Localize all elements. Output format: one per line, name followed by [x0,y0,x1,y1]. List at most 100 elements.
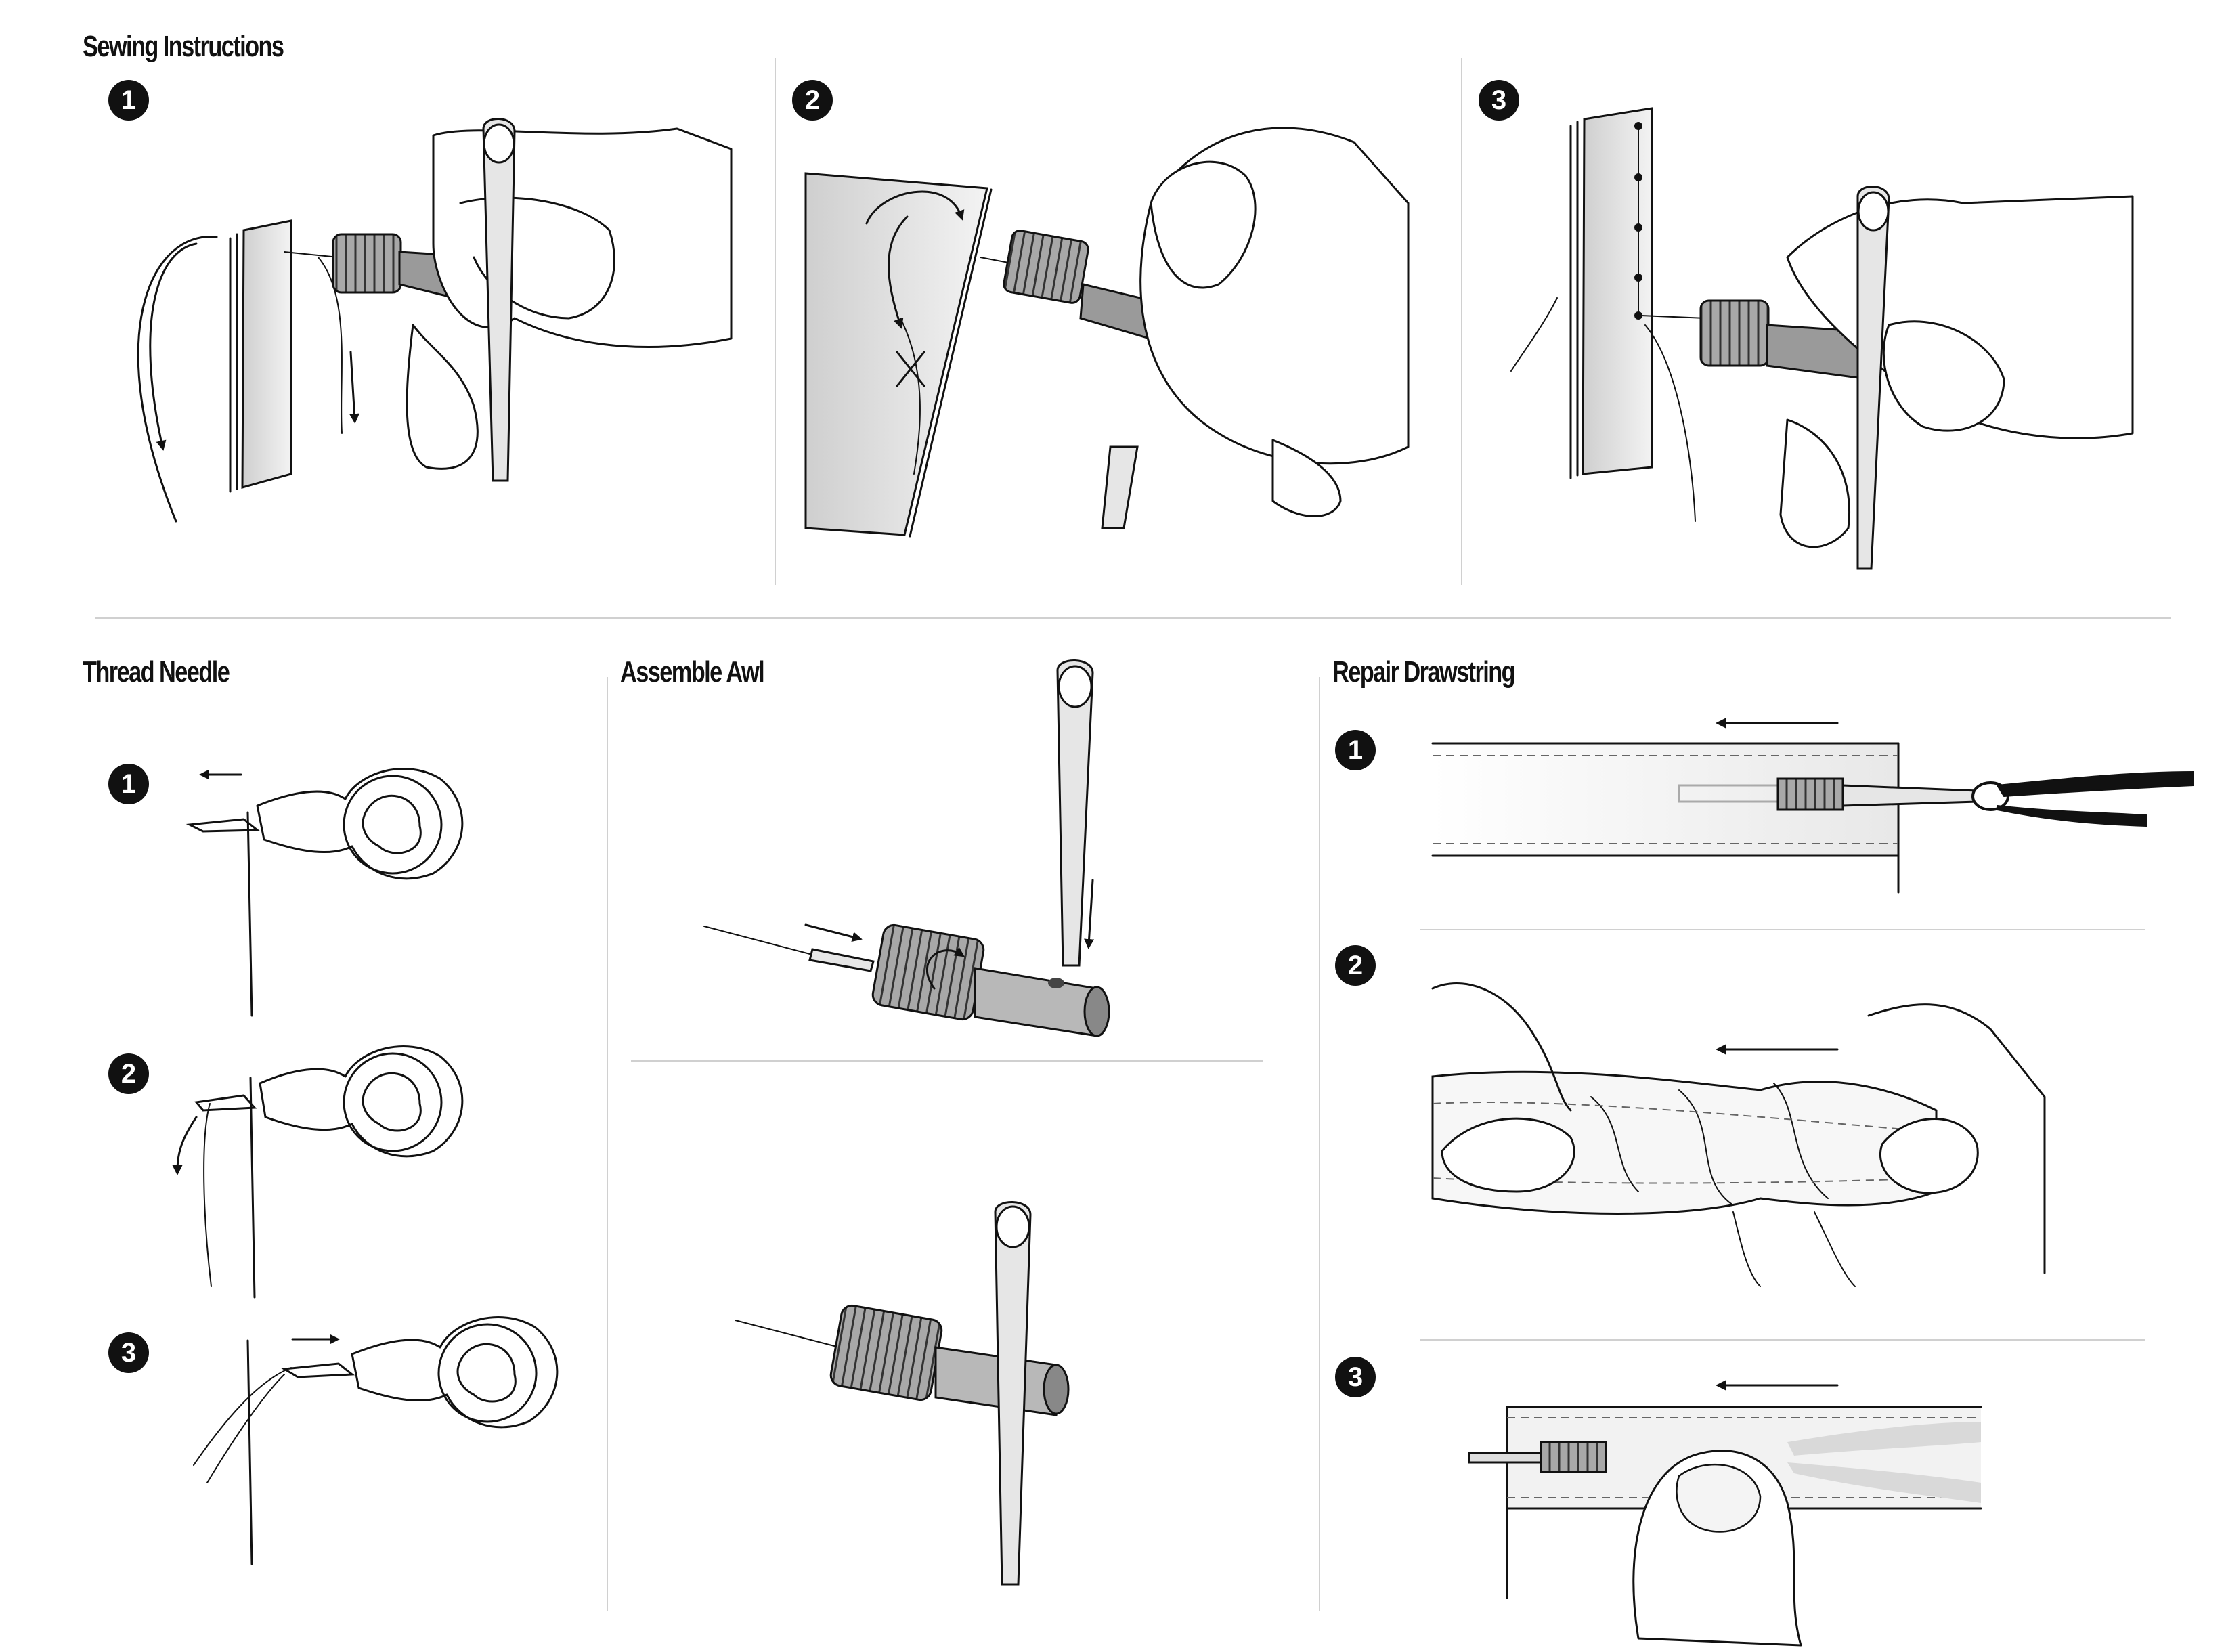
arrow-loop-down [888,215,909,329]
awl-body-assembled [934,1346,1058,1416]
divider-top-1 [775,58,776,585]
thread-step-1-marker: 1 [108,764,149,804]
assemble-awl-heading: Assemble Awl [620,655,765,689]
needle-assembled [735,1320,840,1348]
thumb-3 [1882,320,2005,432]
drawstring-cord-a [1996,770,2194,798]
thread-needle-step-2-illustration [172,1045,464,1299]
drawstring-step-1-illustration [1431,718,2194,894]
thread-needle-step-3-illustration [193,1316,559,1565]
divider-awl [631,1060,1263,1062]
thumbnail [1676,1463,1762,1533]
left-thumb [1441,1117,1575,1193]
awl-knurled-grip-2 [1003,230,1089,304]
thread-step-3-marker: 3 [108,1332,149,1373]
thread-down [1644,324,1696,522]
thread-3a [193,1367,292,1466]
drawstring-step-2-marker: 2 [1335,945,1376,986]
left-hand-outline [1431,982,1572,1112]
threader-coin-3 [437,1323,538,1423]
fabric-stack [241,219,292,489]
arrow-twist [925,947,965,990]
thread-3b [206,1374,285,1483]
thumb-2 [1150,160,1257,289]
cotter-pin-inserted [994,1201,1032,1586]
pin-exiting [1468,1452,1552,1464]
sewing-step-1-illustration [137,118,733,523]
threader-coin-2 [343,1052,443,1152]
assemble-awl-assembled-illustration [735,1201,1070,1586]
thread-2 [203,1103,212,1287]
threader-handle-2 [259,1045,464,1158]
cotter-pin-3 [1856,186,1890,570]
thread-step-2-marker: 2 [108,1053,149,1094]
awl-knurled-grip [332,233,402,294]
drawstring-step-3-illustration [1468,1380,1982,1647]
arrow-insert [804,923,863,942]
needle-shaft [246,811,253,1017]
coin-portrait [362,794,422,854]
right-hand-outline [1867,1003,2046,1274]
divider-bottom-2 [1319,677,1320,1611]
threader-handle-3 [351,1316,559,1429]
thread-needle-heading: Thread Needle [83,655,230,689]
sewing-step-2-marker: 2 [792,80,833,121]
arrow-pull-down [172,1116,198,1175]
finger-3 [1779,418,1850,548]
awl-grip-assembled [829,1304,943,1401]
cotter-pin [482,118,516,482]
awl-body-exploded [974,967,1098,1037]
awl-grip-3 [1540,1441,1607,1473]
awl-knurled-grip-3 [1699,299,1770,367]
sewing-instructions-heading: Sewing Instructions [83,30,284,63]
repair-drawstring-heading: Repair Drawstring [1332,655,1516,689]
sewing-step-2-illustration [804,127,1410,538]
right-thumb [1879,1118,1979,1194]
sewing-step-3-marker: 3 [1479,80,1519,121]
finger-2 [1271,439,1342,517]
thread-right [318,257,343,434]
threader-wire-3 [281,1362,355,1378]
awl-grip-in-channel [1776,777,1844,811]
sewing-step-3-illustration [1510,107,2134,570]
threader-wire [186,818,261,833]
divider-top-2 [1461,58,1462,585]
thread-needle-step-1-illustration [186,768,464,1017]
thread [900,318,921,475]
divider-horizontal-main [95,617,2171,619]
drawstring-cord-3b [1787,1462,1981,1503]
needle-shank [808,948,875,972]
threader-wire-2 [194,1094,257,1112]
finger [406,324,479,470]
sewing-step-1-marker: 1 [108,80,149,121]
needle-shaft-2 [249,1077,256,1299]
assemble-awl-exploded-illustration [703,659,1110,1037]
needle [284,251,339,258]
drawstring-step-3-marker: 3 [1335,1357,1376,1397]
drawstring-cord-b [1997,804,2147,827]
divider-drawstring-2 [1420,1339,2145,1341]
cotter-pin-2 [1101,445,1139,529]
arrow-down [349,351,359,424]
pin-shaft [1841,784,1978,807]
needle-3 [1640,315,1707,319]
fabric-stack-3 [1582,107,1653,475]
needle-loose [703,926,813,955]
fabric-stack-angled [804,172,988,536]
threader-handle [256,768,464,880]
divider-bottom-1 [607,677,608,1611]
threader-coin [343,775,443,875]
stitch-x [896,351,925,387]
fabric-folds [1590,1083,1829,1206]
thread-left [1510,297,1558,372]
drawstring-cord-3a [1787,1422,1981,1456]
drawstring-step-2-illustration [1431,982,2046,1287]
thread-loop [137,236,218,523]
needle-shaft-3 [246,1339,253,1565]
arrow-pin-down [1084,879,1095,949]
arrow-loop-over [865,190,965,225]
drawstring-step-1-marker: 1 [1335,730,1376,770]
divider-drawstring-1 [1420,929,2145,930]
